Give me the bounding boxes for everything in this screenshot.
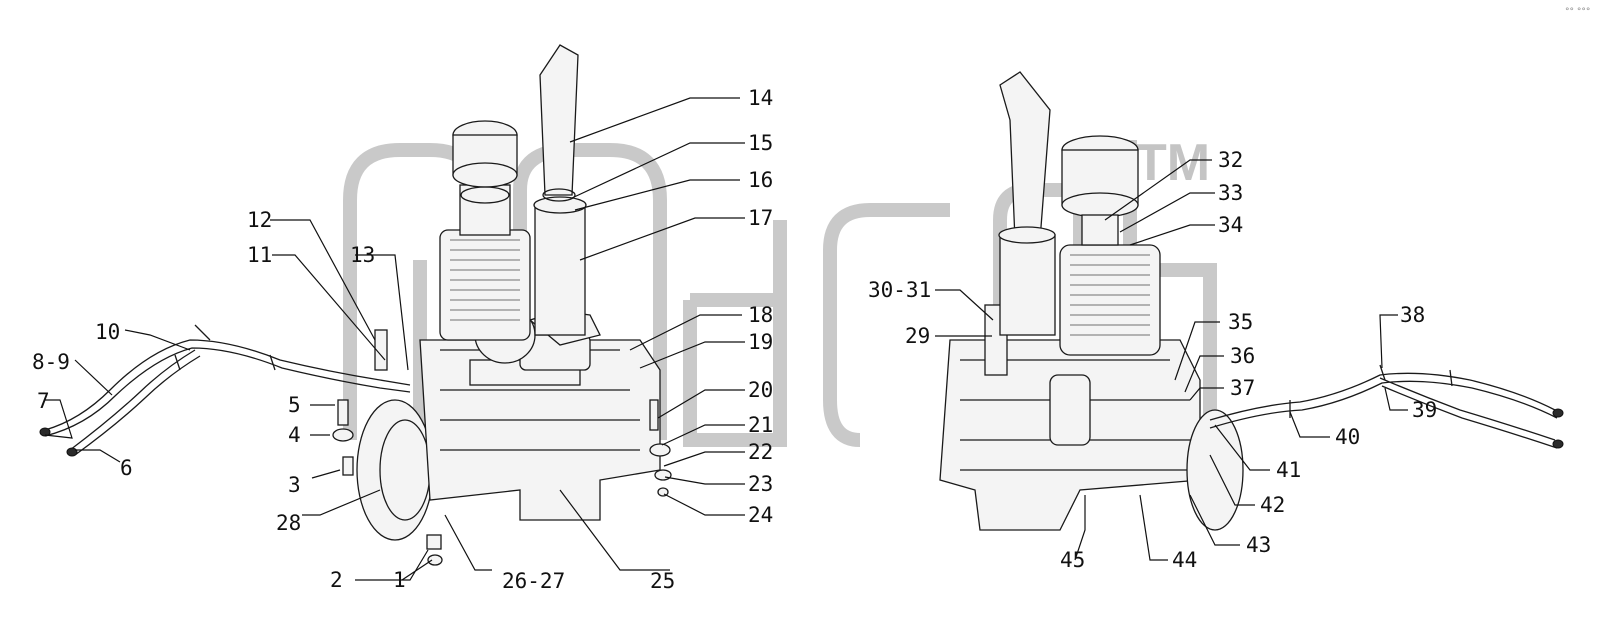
part-label-15: 15 [748, 131, 773, 155]
part-label-44: 44 [1172, 548, 1197, 572]
part-label-23: 23 [748, 472, 773, 496]
part-label-1: 1 [393, 568, 406, 592]
leader-lines-left [44, 97, 745, 581]
part-label-17: 17 [748, 206, 773, 230]
left-labels: 1 2 3 4 5 6 7 8-9 10 11 12 13 14 15 16 1… [32, 86, 773, 593]
part-label-30-31: 30-31 [868, 278, 931, 302]
left-engine-drawing [39, 44, 672, 566]
part-label-38: 38 [1400, 303, 1425, 327]
part-label-34: 34 [1218, 213, 1243, 237]
part-label-37: 37 [1230, 376, 1255, 400]
part-label-11: 11 [247, 243, 272, 267]
part-label-33: 33 [1218, 181, 1243, 205]
part-label-13: 13 [350, 243, 375, 267]
part-label-22: 22 [748, 440, 773, 464]
corner-mark: °° °°° [1565, 7, 1590, 17]
part-label-10: 10 [95, 320, 120, 344]
part-label-18: 18 [748, 303, 773, 327]
part-label-6: 6 [120, 456, 133, 480]
right-labels: 29 30-31 32 33 34 35 36 37 38 39 40 41 4… [868, 148, 1437, 572]
part-label-28: 28 [276, 511, 301, 535]
part-label-21: 21 [748, 413, 773, 437]
part-label-40: 40 [1335, 425, 1360, 449]
part-label-12: 12 [247, 208, 272, 232]
part-label-39: 39 [1412, 398, 1437, 422]
part-label-25: 25 [650, 569, 675, 593]
part-label-16: 16 [748, 168, 773, 192]
trademark-text: TM [1135, 134, 1210, 192]
part-label-7: 7 [37, 389, 50, 413]
right-engine-drawing [939, 71, 1564, 531]
part-label-8-9: 8-9 [32, 350, 70, 374]
part-label-5: 5 [288, 393, 301, 417]
part-label-19: 19 [748, 330, 773, 354]
part-label-4: 4 [288, 423, 301, 447]
part-label-14: 14 [748, 86, 773, 110]
part-label-24: 24 [748, 503, 773, 527]
part-label-43: 43 [1246, 533, 1271, 557]
part-label-29: 29 [905, 324, 930, 348]
part-label-2: 2 [330, 568, 343, 592]
part-label-35: 35 [1228, 310, 1253, 334]
part-label-3: 3 [288, 473, 301, 497]
leader-lines-right [935, 159, 1408, 561]
part-label-26-27: 26-27 [502, 569, 565, 593]
part-label-20: 20 [748, 378, 773, 402]
part-label-42: 42 [1260, 493, 1285, 517]
part-label-41: 41 [1276, 458, 1301, 482]
part-label-45: 45 [1060, 548, 1085, 572]
part-label-36: 36 [1230, 344, 1255, 368]
part-label-32: 32 [1218, 148, 1243, 172]
